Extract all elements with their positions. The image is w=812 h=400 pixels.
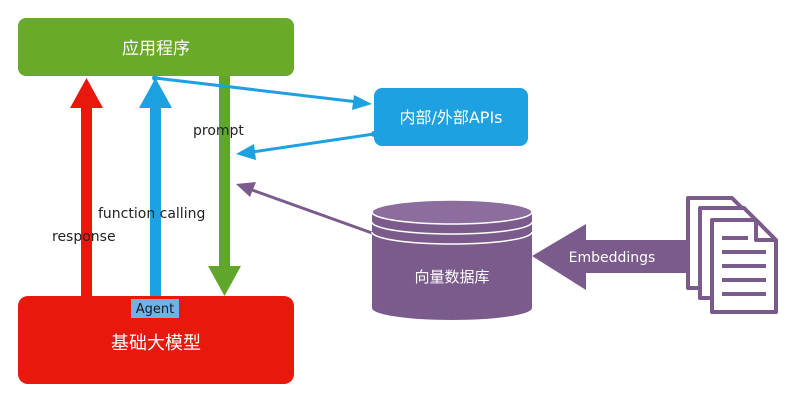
- llm-node: 基础大模型: [18, 296, 294, 384]
- app-to-apis-arrow: [152, 75, 372, 110]
- response-label: response: [52, 229, 116, 245]
- prompt-arrow: [208, 76, 241, 296]
- function-calling-arrow: [139, 78, 172, 296]
- apis-label: 内部/外部APIs: [399, 108, 502, 127]
- apis-node: 内部/外部APIs: [374, 88, 528, 146]
- agent-label: Agent: [136, 302, 174, 317]
- function-calling-label: function calling: [98, 206, 205, 222]
- apis-to-prompt-arrow: [236, 131, 377, 160]
- vectordb-node: 向量数据库: [371, 199, 533, 320]
- app-node: 应用程序: [18, 18, 294, 76]
- vectordb-label: 向量数据库: [414, 268, 489, 286]
- app-label: 应用程序: [122, 39, 190, 59]
- embeddings-arrow: Embeddings: [532, 224, 696, 290]
- documents-icon: [686, 196, 778, 314]
- response-arrow: [70, 78, 103, 296]
- vectordb-to-prompt-arrow: [236, 182, 373, 235]
- llm-label: 基础大模型: [111, 333, 201, 354]
- agent-tag: Agent: [131, 299, 179, 318]
- prompt-label: prompt: [193, 123, 244, 139]
- embeddings-label: Embeddings: [569, 250, 656, 266]
